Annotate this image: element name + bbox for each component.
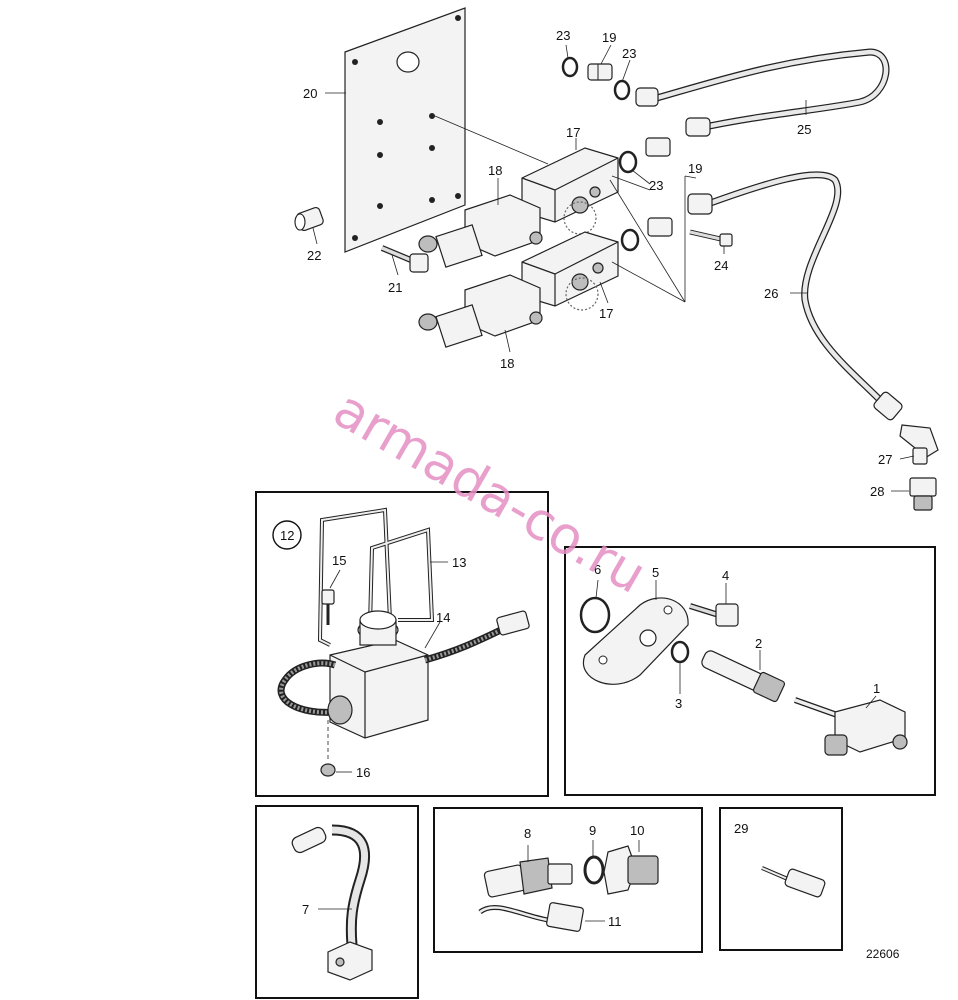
callout-4: 4: [722, 568, 729, 583]
bolt-24: [689, 229, 733, 247]
callout-16: 16: [356, 765, 370, 780]
callout-19-top: 19: [602, 30, 616, 45]
callout-26: 26: [764, 286, 778, 301]
callout-18-lower: 18: [500, 356, 514, 371]
valve-block-17-upper: [521, 147, 619, 235]
callout-8: 8: [524, 826, 531, 841]
hose-26: [687, 171, 903, 421]
connector-28: [909, 477, 937, 511]
washer-23-top-right: [613, 79, 631, 101]
callout-10: 10: [630, 823, 644, 838]
assembly-lines: [434, 115, 686, 303]
nipple-19-top: [587, 63, 613, 81]
leader-lines: [312, 44, 915, 922]
callout-23-mid: 23: [649, 178, 663, 193]
callout-18-upper: 18: [488, 163, 502, 178]
callout-13: 13: [452, 555, 466, 570]
callout-23-top-right: 23: [622, 46, 636, 61]
callout-22: 22: [307, 248, 321, 263]
callout-3: 3: [675, 696, 682, 711]
callout-17-lower: 17: [599, 306, 613, 321]
callout-27: 27: [878, 452, 892, 467]
callout-9: 9: [589, 823, 596, 838]
callout-28: 28: [870, 484, 884, 499]
callout-20: 20: [303, 86, 317, 101]
callout-5: 5: [652, 565, 659, 580]
drawing-number: 22606: [866, 947, 900, 961]
callout-7: 7: [302, 902, 309, 917]
washer-23-top-left: [561, 56, 579, 78]
solenoid-18-lower: [418, 274, 543, 348]
spacer-22: [294, 206, 324, 232]
hose-25: [635, 48, 890, 137]
callout-12: 12: [280, 528, 294, 543]
mounting-plate-20: [344, 7, 466, 253]
callout-25: 25: [797, 122, 811, 137]
callout-labels: 20 23 19 23 25 17 18 23 19 22 21 24 26 1…: [280, 28, 900, 961]
detail-box-8-11: [433, 807, 703, 953]
washer-23-mid: [618, 150, 640, 252]
callout-19-mid: 19: [688, 161, 702, 176]
solenoid-18-upper: [418, 194, 543, 268]
callout-6: 6: [594, 562, 601, 577]
detail-box-7: [255, 805, 419, 999]
callout-17-upper: 17: [566, 125, 580, 140]
detail-box-12: [255, 491, 549, 797]
bolt-21: [380, 245, 429, 273]
elbow-27: [899, 424, 939, 465]
callout-21: 21: [388, 280, 402, 295]
valve-block-17-lower: [521, 231, 619, 311]
callout-14: 14: [436, 610, 450, 625]
callout-24: 24: [714, 258, 728, 273]
callout-15: 15: [332, 553, 346, 568]
callout-1: 1: [873, 681, 880, 696]
detail-box-sensor-flange: [564, 546, 936, 796]
nipple-19-mid: [645, 137, 673, 237]
callout-29: 29: [734, 821, 748, 836]
callout-2: 2: [755, 636, 762, 651]
callout-23-top-left: 23: [556, 28, 570, 43]
detail-box-29: [719, 807, 843, 951]
callout-11: 11: [608, 914, 622, 929]
